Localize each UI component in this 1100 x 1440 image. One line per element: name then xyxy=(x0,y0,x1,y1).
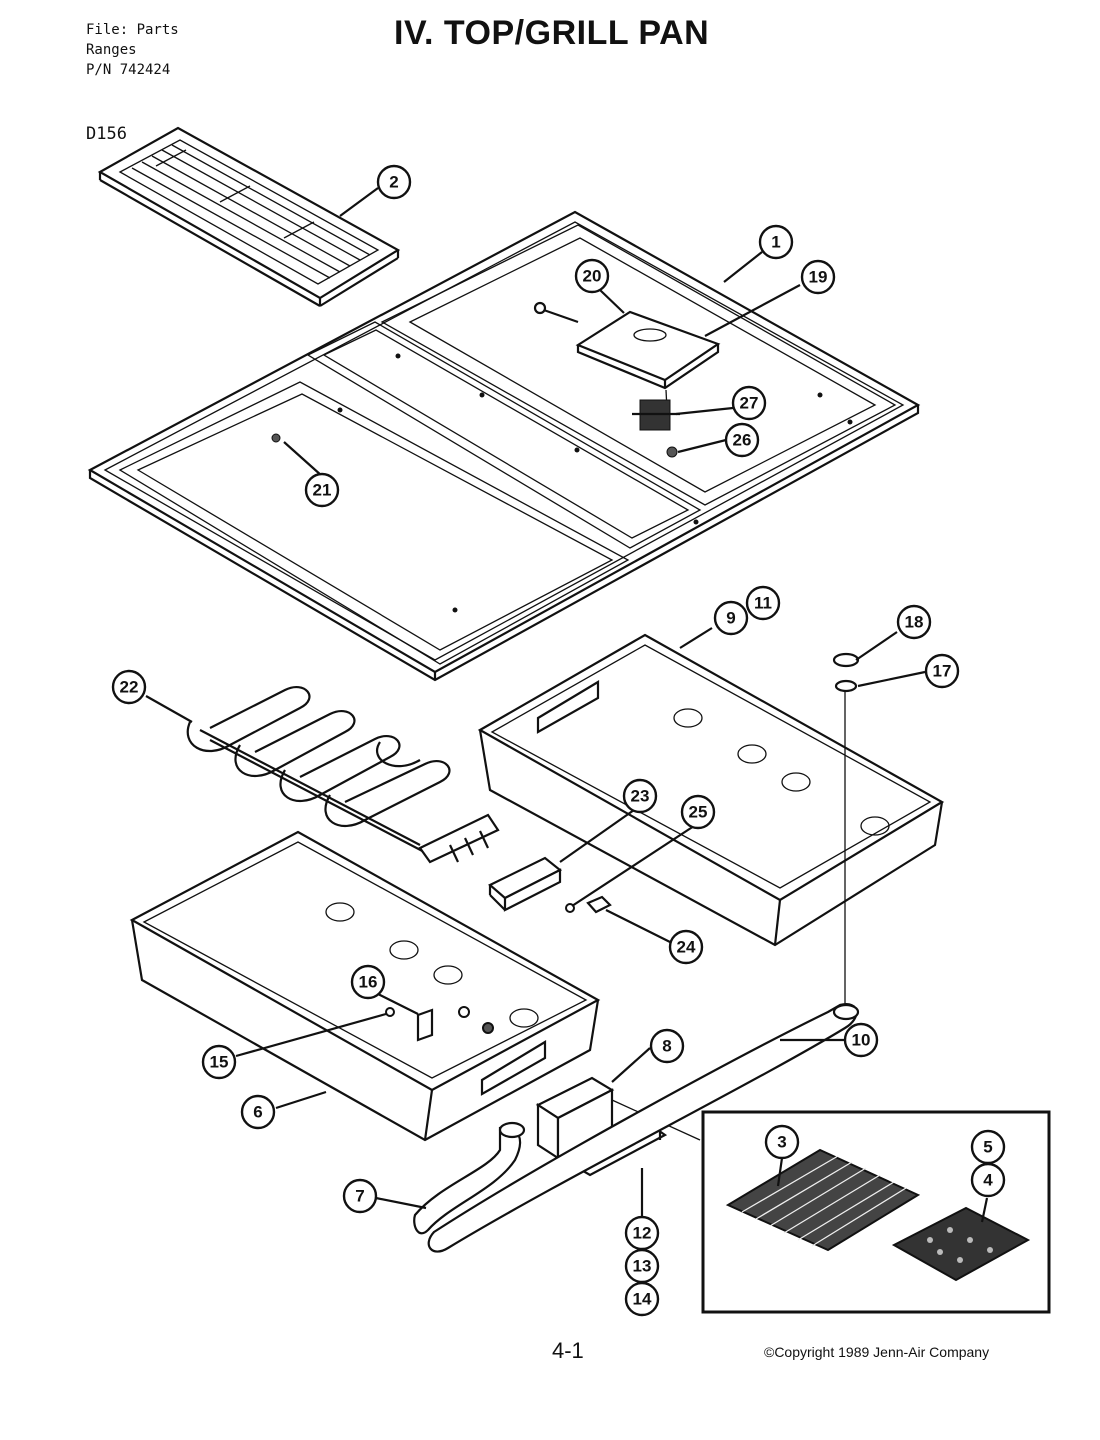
callout-15: 15 xyxy=(201,1044,237,1080)
callout-10: 10 xyxy=(843,1022,879,1058)
leader-lines xyxy=(145,187,989,1223)
callout-22: 22 xyxy=(111,669,147,705)
receptacle-drawing xyxy=(271,399,680,458)
callout-label: 6 xyxy=(253,1103,262,1122)
callout-label: 4 xyxy=(983,1171,993,1190)
burner-tubes-drawing xyxy=(413,1003,860,1253)
file-line: File: Parts xyxy=(86,22,179,38)
callout-12: 12 xyxy=(624,1215,660,1251)
diagram-id: D156 xyxy=(86,124,127,144)
callout-7: 7 xyxy=(342,1178,378,1214)
callout-2: 2 xyxy=(376,164,412,200)
terminal-cover-drawing xyxy=(533,301,721,431)
callout-4: 4 xyxy=(970,1162,1006,1198)
callout-27: 27 xyxy=(731,385,767,421)
callout-label: 17 xyxy=(933,662,952,681)
category-line: Ranges xyxy=(86,42,137,58)
callout-label: 1 xyxy=(771,233,780,252)
callout-label: 24 xyxy=(677,938,696,957)
callout-label: 10 xyxy=(852,1031,871,1050)
callout-25: 25 xyxy=(680,794,716,830)
callout-26: 26 xyxy=(724,422,760,458)
callout-label: 8 xyxy=(662,1037,671,1056)
callout-label: 9 xyxy=(726,609,735,628)
callout-label: 20 xyxy=(583,267,602,286)
callout-label: 15 xyxy=(210,1053,229,1072)
callout-label: 19 xyxy=(809,268,828,287)
page-number: 4-1 xyxy=(552,1338,584,1363)
callout-6: 6 xyxy=(240,1094,276,1130)
grill-grate-drawing xyxy=(97,126,401,307)
callout-label: 14 xyxy=(633,1290,652,1309)
grill-pan-left-drawing xyxy=(129,830,601,1142)
callout-9: 9 xyxy=(713,600,749,636)
page-title: IV. TOP/GRILL PAN xyxy=(394,14,710,52)
callout-label: 16 xyxy=(359,973,378,992)
heating-element-drawing xyxy=(186,685,500,864)
callout-label: 21 xyxy=(313,481,332,500)
callout-label: 13 xyxy=(633,1257,652,1276)
callout-label: 25 xyxy=(689,803,708,822)
callout-1: 1 xyxy=(758,224,794,260)
callout-14: 14 xyxy=(624,1281,660,1317)
callout-11: 11 xyxy=(745,585,781,621)
callout-20: 20 xyxy=(574,258,610,294)
callout-13: 13 xyxy=(624,1248,660,1284)
callout-label: 3 xyxy=(777,1133,786,1152)
callout-label: 27 xyxy=(740,394,759,413)
callout-17: 17 xyxy=(924,653,960,689)
callout-24: 24 xyxy=(668,929,704,965)
callout-8: 8 xyxy=(649,1028,685,1064)
callout-19: 19 xyxy=(800,259,836,295)
callout-label: 12 xyxy=(633,1224,652,1243)
callout-label: 7 xyxy=(355,1187,364,1206)
file-info: File: Parts Ranges P/N 742424 xyxy=(86,20,179,80)
part-number-line: P/N 742424 xyxy=(86,62,171,78)
callout-label: 26 xyxy=(733,431,752,450)
callout-label: 22 xyxy=(120,678,139,697)
callout-3: 3 xyxy=(764,1124,800,1160)
callout-21: 21 xyxy=(304,472,340,508)
callout-18: 18 xyxy=(896,604,932,640)
callout-label: 2 xyxy=(389,173,398,192)
callout-label: 18 xyxy=(905,613,924,632)
callout-label: 23 xyxy=(631,787,650,806)
callout-label: 5 xyxy=(983,1138,992,1157)
grill-pan-right-drawing xyxy=(477,633,945,1012)
cooktop-frame-drawing xyxy=(87,210,921,682)
callout-16: 16 xyxy=(350,964,386,1000)
callout-5: 5 xyxy=(970,1129,1006,1165)
copyright-notice: ©Copyright 1989 Jenn-Air Company xyxy=(764,1344,990,1360)
callout-23: 23 xyxy=(622,778,658,814)
callout-label: 11 xyxy=(754,594,772,613)
terminal-block-drawing xyxy=(488,856,612,914)
